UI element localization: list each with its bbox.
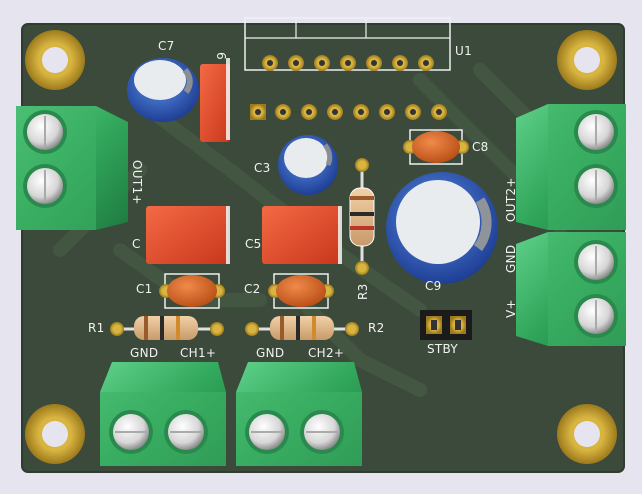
out1-label: OUT1+ — [130, 160, 144, 205]
u1-pins — [250, 55, 447, 120]
c4-label: C — [132, 237, 141, 251]
terminal-block-right-top — [516, 104, 626, 230]
out2-label: OUT2+ — [504, 177, 518, 222]
terminal-block-ch2 — [236, 362, 362, 466]
c5-label: C5 — [245, 237, 262, 251]
c8-label: C8 — [472, 140, 489, 154]
terminal-block-right-bottom — [516, 232, 626, 346]
stby-jumper — [420, 310, 472, 340]
c9-capacitor — [386, 172, 498, 284]
c7-capacitor — [127, 58, 199, 122]
gnd-ch2-label: GND — [256, 346, 285, 360]
ch1-label: CH1+ — [180, 346, 217, 360]
c6-capacitor — [200, 58, 230, 142]
r2-resistor — [245, 316, 359, 340]
c7-label: C7 — [158, 39, 175, 53]
c1-label: C1 — [136, 282, 153, 296]
c1-capacitor — [159, 273, 225, 309]
c8-capacitor — [403, 129, 469, 165]
gnd-ch1-label: GND — [130, 346, 159, 360]
mounting-hole-top-right — [557, 30, 617, 90]
mounting-hole-top-left — [25, 30, 85, 90]
c3-label: C3 — [254, 161, 271, 175]
terminal-block-left — [16, 106, 128, 230]
u1-label: U1 — [455, 44, 473, 58]
vplus-label: V+ — [504, 299, 518, 318]
r3-resistor — [349, 158, 375, 275]
r3-label: R3 — [356, 283, 370, 300]
terminal-block-ch1 — [100, 362, 226, 466]
gnd-right-label: GND — [504, 244, 518, 273]
c9-label: C9 — [425, 279, 442, 293]
r2-label: R2 — [368, 321, 385, 335]
ch2-label: CH2+ — [308, 346, 345, 360]
r1-label: R1 — [88, 321, 105, 335]
mounting-hole-bottom-right — [557, 404, 617, 464]
mounting-hole-bottom-left — [25, 404, 85, 464]
c5-capacitor — [262, 206, 342, 264]
c2-capacitor — [268, 273, 334, 309]
r1-resistor — [110, 316, 224, 340]
c2-label: C2 — [244, 282, 261, 296]
c6-label: 6 — [214, 52, 228, 60]
c4-capacitor — [146, 206, 230, 264]
stby-label: STBY — [427, 342, 459, 356]
c3-capacitor — [278, 135, 338, 195]
